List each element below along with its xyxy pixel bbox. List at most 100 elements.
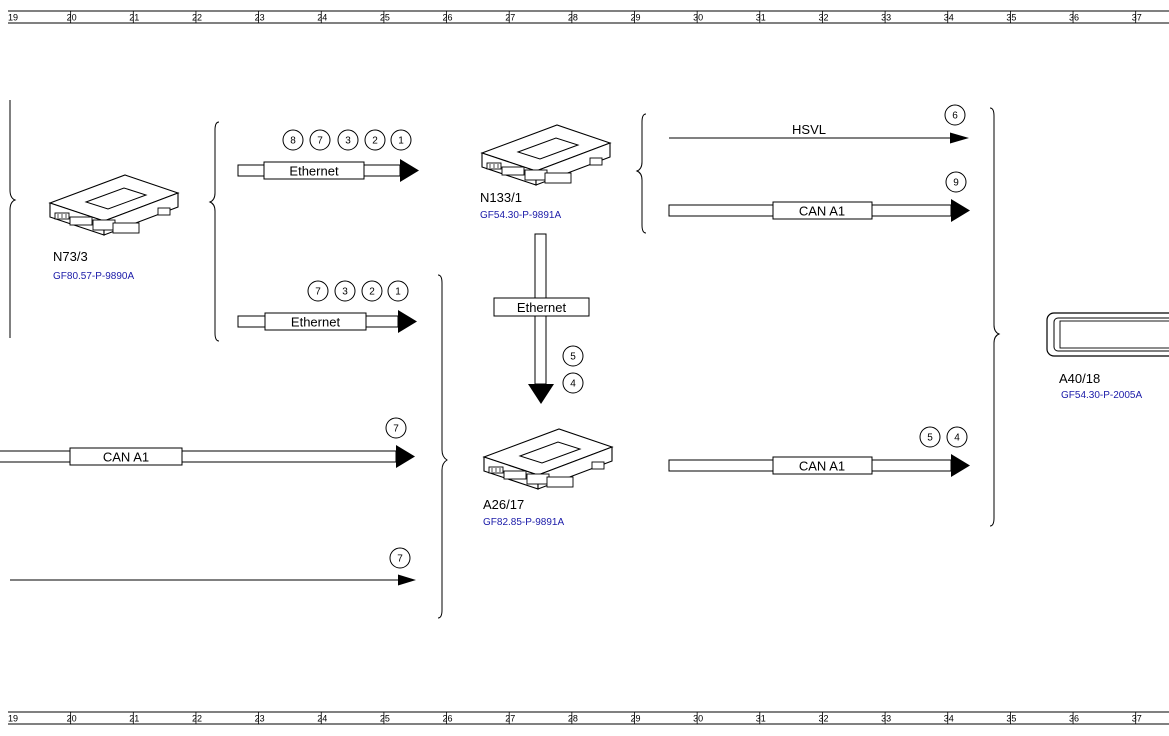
signal-number: 1 <box>398 136 404 147</box>
ruler-number: 26 <box>443 714 453 724</box>
signal-ethernet-vertical: Ethernet 5 4 <box>493 233 590 404</box>
ruler-number: 20 <box>67 714 77 724</box>
signal-number-circle <box>946 426 968 448</box>
ruler-number: 30 <box>693 13 703 23</box>
brace-a26-inputs <box>437 274 448 619</box>
ruler-number: 28 <box>568 13 578 23</box>
n133-1-doc-link[interactable]: GF54.30-P-9891A <box>480 210 561 221</box>
ruler-number: 36 <box>1069 13 1079 23</box>
signal-number: 3 <box>345 136 351 147</box>
signal-number: 7 <box>315 287 321 298</box>
signal-number: 7 <box>397 554 403 565</box>
can-a1-right-bottom-label: CAN A1 <box>799 459 845 474</box>
signal-number-circle <box>282 129 304 151</box>
ethernet-top-label: Ethernet <box>289 164 339 179</box>
ethernet-mid-label: Ethernet <box>291 315 341 330</box>
n133-1-label: N133/1 <box>480 190 522 205</box>
brace-left-edge <box>9 100 17 338</box>
signal-number-circle <box>390 129 412 151</box>
ruler-number: 36 <box>1069 714 1079 724</box>
ruler-number: 35 <box>1006 13 1016 23</box>
ruler-number: 29 <box>630 714 640 724</box>
signal-number: 4 <box>570 379 576 390</box>
ruler-number: 23 <box>255 13 265 23</box>
ruler-number: 30 <box>693 714 703 724</box>
ruler-number: 32 <box>818 714 828 724</box>
signal-number-circle <box>389 547 411 569</box>
ruler-number: 22 <box>192 13 202 23</box>
signal-hsvl: HSVL 6 <box>669 104 969 144</box>
ruler-number: 24 <box>317 13 327 23</box>
signal-number: 6 <box>952 111 958 122</box>
ruler-number: 34 <box>944 714 954 724</box>
signal-number: 1 <box>395 287 401 298</box>
ruler-number: 33 <box>881 714 891 724</box>
signal-number-circle <box>337 129 359 151</box>
ruler-number: 37 <box>1132 714 1142 724</box>
signal-can-a1-right-bottom: CAN A1 5 4 <box>668 426 970 477</box>
signal-number: 9 <box>953 178 959 189</box>
brace-n133-outputs <box>635 113 647 234</box>
ruler-number: 21 <box>129 13 139 23</box>
ruler-number: 27 <box>505 13 515 23</box>
ruler-number: 25 <box>380 714 390 724</box>
ruler-number: 24 <box>317 714 327 724</box>
ruler-number: 27 <box>505 714 515 724</box>
ruler-number: 28 <box>568 714 578 724</box>
ruler-number: 29 <box>630 13 640 23</box>
ethernet-vertical-label: Ethernet <box>517 300 567 315</box>
hsvl-label: HSVL <box>792 122 826 137</box>
ruler-number: 21 <box>129 714 139 724</box>
ruler-number: 35 <box>1006 714 1016 724</box>
ruler-number: 31 <box>756 13 766 23</box>
signal-number-circle <box>309 129 331 151</box>
ruler-number: 32 <box>818 13 828 23</box>
signal-number: 5 <box>570 352 576 363</box>
ruler-number: 22 <box>192 714 202 724</box>
signal-number-circle <box>307 280 329 302</box>
ruler-number: 37 <box>1132 13 1142 23</box>
ruler-number: 20 <box>67 13 77 23</box>
signal-number-circle <box>361 280 383 302</box>
signal-number: 8 <box>290 136 296 147</box>
signal-number: 2 <box>372 136 378 147</box>
a40-18-doc-link[interactable]: GF54.30-P-2005A <box>1061 390 1142 401</box>
signal-number-circle <box>562 345 584 367</box>
signal-number-circle <box>387 280 409 302</box>
ruler-number: 34 <box>944 13 954 23</box>
signal-number: 7 <box>393 424 399 435</box>
can-a1-left-label: CAN A1 <box>103 450 149 465</box>
ruler-bottom: 19 20 21 22 23 24 25 26 27 28 29 30 31 32 33 34 35 36 37 <box>8 711 1169 725</box>
ruler-number: 33 <box>881 13 891 23</box>
n73-3-doc-link[interactable]: GF80.57-P-9890A <box>53 271 134 282</box>
n73-3-label: N73/3 <box>53 249 88 264</box>
signal-number-circle <box>944 104 966 126</box>
signal-number: 7 <box>317 136 323 147</box>
ecu-a26-17: A26/17 GF82.85-P-9891A <box>483 428 613 528</box>
signal-number: 3 <box>342 287 348 298</box>
brace-n73-outputs <box>208 121 220 342</box>
ruler-number: 19 <box>8 714 18 724</box>
signal-ethernet-mid: Ethernet 7 3 2 1 <box>237 280 417 333</box>
signal-ethernet-top: Ethernet 8 7 3 2 1 <box>237 129 419 182</box>
a26-17-label: A26/17 <box>483 497 524 512</box>
signal-number: 4 <box>954 433 960 444</box>
ruler-number: 31 <box>756 714 766 724</box>
brace-a40-inputs <box>989 107 1001 527</box>
a26-17-doc-link[interactable]: GF82.85-P-9891A <box>483 517 564 528</box>
signal-can-a1-right-top: CAN A1 9 <box>668 171 970 222</box>
ecu-n73-3: N73/3 GF80.57-P-9890A <box>49 174 179 282</box>
signal-number-circle <box>364 129 386 151</box>
signal-number: 5 <box>927 433 933 444</box>
signal-number: 2 <box>369 287 375 298</box>
ruler-number: 19 <box>8 13 18 23</box>
signal-plain-left: 7 <box>10 547 416 586</box>
display-a40-18: A40/18 GF54.30-P-2005A <box>1046 312 1169 401</box>
signal-number-circle <box>562 372 584 394</box>
ruler-number: 25 <box>380 13 390 23</box>
signal-number-circle <box>919 426 941 448</box>
ecu-n133-1: N133/1 GF54.30-P-9891A <box>480 124 611 221</box>
ruler-number: 23 <box>255 714 265 724</box>
